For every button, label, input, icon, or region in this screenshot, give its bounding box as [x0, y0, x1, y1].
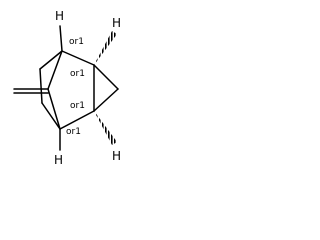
atom-label-h-top-left: H: [55, 9, 64, 23]
bond-ch2-to-ch2: [39, 68, 43, 104]
bond-upper-bridgehead-h: [59, 25, 63, 52]
bond-ch2-to-lower-bridgehead: [41, 102, 61, 130]
stereo-label-lower-cyclopropane: or1: [70, 101, 85, 111]
hashed-wedge-top-right: [94, 31, 117, 65]
bond-bridgehead-to-alkene-carbon: [47, 50, 63, 90]
atom-label-h-top-right: H: [112, 16, 121, 30]
bond-cyclopropane-top-to-ch2: [93, 64, 119, 90]
stereo-label-upper-bridgehead: or1: [69, 37, 84, 47]
molecule-diagram: H H H H or1 or1 or1 or1: [0, 0, 134, 178]
bond-lower-bridgehead-to-cyclopropane-bottom: [59, 110, 95, 130]
stereo-label-lower-bridgehead: or1: [66, 127, 81, 137]
bond-bridgehead-to-cyclopropane-top: [61, 50, 95, 66]
bond-cyclopropane-ch2-to-bottom: [93, 88, 119, 112]
bond-lines: [13, 25, 119, 151]
bond-bridgehead-to-ch2: [39, 50, 63, 70]
structure-drawing: H H H H or1 or1 or1 or1: [13, 9, 121, 167]
atom-label-h-bottom-right: H: [112, 149, 121, 163]
atom-label-h-bottom-left: H: [54, 153, 63, 167]
bond-alkene-carbon-to-lower-bridgehead: [47, 88, 61, 130]
stereo-label-upper-cyclopropane: or1: [70, 69, 85, 79]
hashed-wedge-bottom-right: [94, 111, 117, 145]
